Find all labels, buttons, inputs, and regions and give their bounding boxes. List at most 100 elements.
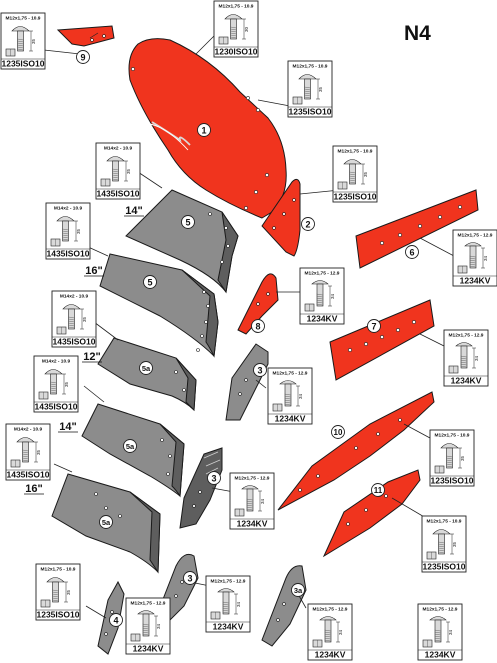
bolt-spec-label: M12x1,75 - 12.9 xyxy=(313,607,348,613)
carriage-bolt-icon xyxy=(234,485,262,517)
bolt-code-label: 1435ISO10 xyxy=(52,337,95,347)
part-3a-point[interactable] xyxy=(261,565,307,647)
bolt-spec-label: M12x1,75 - 12.9 xyxy=(458,233,493,239)
bolt-code-label: 1234KV xyxy=(307,314,338,324)
hex-bolt-icon xyxy=(5,26,33,57)
svg-text:3: 3 xyxy=(187,574,192,584)
bolt-spec-box[interactable]: M14x2 - 10.9 35 1435ISO10 xyxy=(5,423,51,481)
part-5-share-16in[interactable] xyxy=(99,253,219,358)
part-6-share-bar[interactable] xyxy=(355,189,479,269)
bolt-length-label: 34 xyxy=(448,629,453,635)
bolt-length-label: 35 xyxy=(66,589,71,595)
hex-bolt-icon xyxy=(218,14,246,45)
bolt-length-label: 34 xyxy=(474,355,479,361)
bolt-length-label: 35 xyxy=(36,449,41,455)
svg-text:5a: 5a xyxy=(126,442,135,451)
part-5-share-14in[interactable] xyxy=(125,189,239,294)
size-label: 16" xyxy=(25,483,42,495)
bolt-length-label: 35 xyxy=(452,541,457,547)
part-callout: 5a xyxy=(99,515,113,529)
size-label: 14" xyxy=(125,205,142,217)
bolt-spec-label: M14x2 - 10.9 xyxy=(14,427,43,433)
size-label: 12" xyxy=(83,351,100,363)
bolt-length-label: 35 xyxy=(82,316,87,322)
part-2-mouldboard-extension[interactable] xyxy=(261,178,301,257)
part-11-share[interactable] xyxy=(322,469,421,558)
part-callout: 1 xyxy=(197,123,211,137)
size-label: 14" xyxy=(59,421,76,433)
bolt-code-label: 1234KV xyxy=(133,644,164,654)
bolt-spec-label: M12x1,75 - 12.9 xyxy=(211,579,246,585)
bolt-spec-label: M12x1,75 - 10.9 xyxy=(427,519,462,525)
svg-text:9: 9 xyxy=(80,53,85,63)
bolt-length-label: 34 xyxy=(338,629,343,635)
bolt-code-label: 1234KV xyxy=(315,650,346,660)
part-callout: 5 xyxy=(143,275,157,289)
bolt-spec-label: M12x1,75 - 12.9 xyxy=(235,476,270,482)
part-8-plate[interactable] xyxy=(237,273,279,335)
bolt-spec-label: M12x1,75 - 12.9 xyxy=(305,271,340,277)
part-10-share[interactable] xyxy=(277,391,435,511)
carriage-bolt-icon xyxy=(130,610,158,642)
bolt-spec-label: M12x1,75 - 10.9 xyxy=(435,433,470,439)
part-callout: 8 xyxy=(251,319,265,333)
bolt-code-label: 1235ISO10 xyxy=(288,107,331,117)
part-9-shin-piece[interactable] xyxy=(56,25,115,47)
bolt-code-label: 1234KV xyxy=(237,519,268,529)
leader-lines xyxy=(43,35,455,619)
svg-text:11: 11 xyxy=(374,486,383,495)
hex-bolt-icon xyxy=(56,304,84,335)
carriage-bolt-icon xyxy=(448,342,476,374)
svg-text:4: 4 xyxy=(113,616,118,626)
bolt-spec-label: M12x1,75 - 12.9 xyxy=(131,601,166,607)
bolt-spec-label: M12x1,75 - 12.9 xyxy=(423,607,458,613)
part-callout: 3 xyxy=(207,471,221,485)
part-3-point-upper[interactable] xyxy=(225,343,269,421)
part-callout: 3a xyxy=(291,583,305,597)
bolt-spec-label: M14x2 - 10.9 xyxy=(54,206,83,212)
bolt-length-label: 34 xyxy=(298,393,303,399)
hex-bolt-icon xyxy=(40,577,68,608)
bolt-spec-box[interactable]: M12x1,75 - 12.9 34 1234KV xyxy=(307,603,353,661)
bolt-spec-label: M14x2 - 10.9 xyxy=(42,359,71,365)
svg-text:5: 5 xyxy=(147,278,152,288)
bolt-code-label: 1230ISO10 xyxy=(214,47,257,57)
part-callout: 6 xyxy=(405,245,419,259)
part-3-point-middle[interactable] xyxy=(179,447,223,529)
svg-text:2: 2 xyxy=(305,220,310,230)
bolt-length-label: 34 xyxy=(260,498,265,504)
carriage-bolt-icon xyxy=(210,588,238,620)
hex-bolt-icon xyxy=(426,529,454,560)
bolt-code-label: 1235ISO10 xyxy=(430,476,473,486)
bolt-code-label: 1435ISO10 xyxy=(6,470,49,480)
hex-bolt-icon xyxy=(10,437,38,468)
bolt-spec-label: M12x1,75 - 10.9 xyxy=(338,149,373,155)
carriage-bolt-icon xyxy=(422,616,450,648)
hex-bolt-icon xyxy=(38,369,66,400)
svg-text:3: 3 xyxy=(257,366,262,376)
part-7-share-bar[interactable] xyxy=(329,299,435,381)
bolt-spec-box[interactable]: M12x1,75 - 12.9 34 1234KV xyxy=(229,472,275,530)
svg-text:1: 1 xyxy=(201,126,206,136)
bolt-code-label: 1234KV xyxy=(213,622,244,632)
